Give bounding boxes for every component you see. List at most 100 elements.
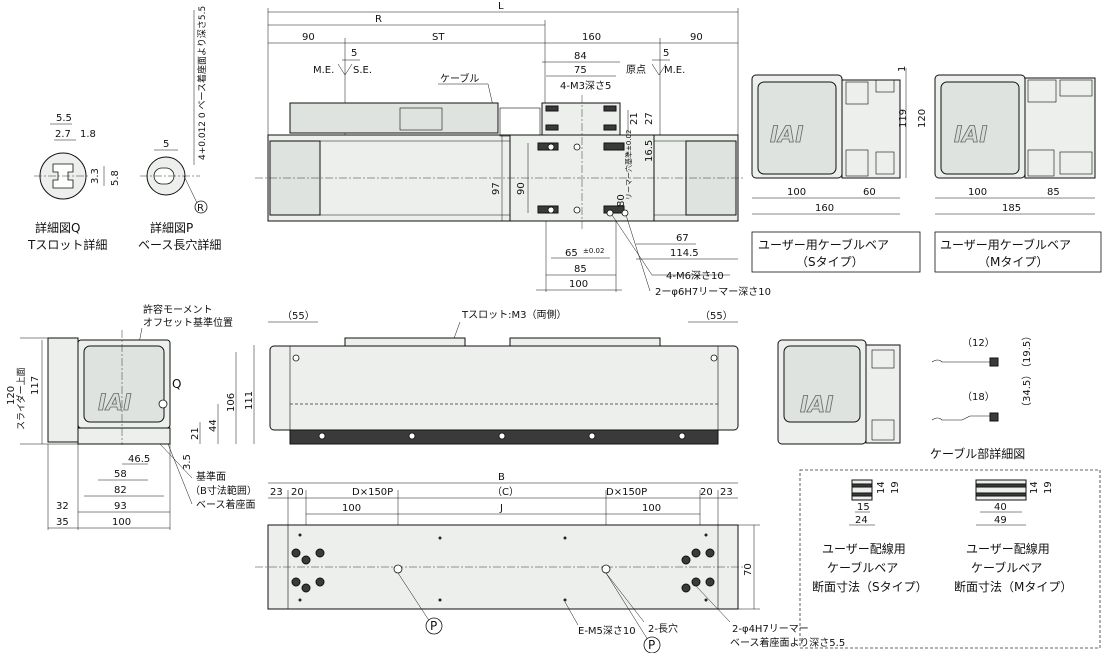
ev-35: 35	[56, 517, 69, 528]
ev-106: 106	[226, 393, 237, 412]
dim-st: ST	[432, 32, 445, 43]
moment-label: 許容モーメント	[143, 303, 213, 316]
fv-55-right: （55）	[700, 310, 733, 322]
dim-65-tol: ±0.02	[583, 247, 604, 255]
ev-46-5: 46.5	[128, 454, 150, 465]
bv-p-left: P	[430, 619, 437, 633]
cable-s-label-box	[751, 231, 921, 273]
dim-r: R	[375, 14, 382, 25]
dim-21: 21	[629, 112, 640, 125]
dim-16-5: 16.5	[644, 140, 655, 162]
dim-80: 80	[616, 194, 627, 207]
ev-21: 21	[190, 427, 201, 440]
cable-m-view: IAI 100 85 185 ユーザー用ケーブルベア （Mタイプ）	[934, 74, 1102, 273]
dim-5-left: 5	[351, 48, 357, 59]
dim-27: 27	[644, 112, 655, 125]
detail-p: 5 R 4+0.012 0 ベース着座面より深さ5.5 詳細図P ベース長穴詳細	[138, 6, 221, 252]
detail-q-title: 詳細図Q	[35, 220, 80, 235]
cable-d18: （18）	[962, 391, 995, 403]
dim-90-right: 90	[690, 32, 703, 43]
sec-s-19: 19	[890, 481, 901, 494]
cable-s-logo: IAI	[770, 123, 803, 148]
bv-20-right: 20	[700, 487, 713, 498]
end-base	[77, 427, 171, 445]
cable-m-title: ユーザー用ケーブルベア	[940, 237, 1071, 252]
cm-185: 185	[1002, 203, 1021, 214]
dq-2-7: 2.7	[55, 129, 71, 140]
dq-5-5: 5.5	[56, 113, 72, 124]
tslot-note: Tスロット:M3（両側）	[461, 308, 566, 321]
bottom-view: B 23 20 D×150P （C） D×150P 20 23 100 J 10…	[255, 472, 845, 653]
h7-note: 2ーφ6H7リーマー深さ10	[655, 286, 771, 298]
side-small-view: IAI ケーブル部詳細図 （12） （19.5） （18） （34.5）	[777, 331, 1033, 461]
origin-label: 原点	[626, 64, 646, 76]
cable-m-type: （Mタイプ）	[978, 255, 1048, 269]
ev-32: 32	[56, 501, 69, 512]
ev-ref: 基準面	[196, 470, 226, 483]
actuator-body-front	[269, 345, 739, 431]
bv-p-right: P	[648, 638, 655, 652]
ev-93: 93	[114, 501, 127, 512]
side-logo: IAI	[800, 393, 833, 418]
ev-slider-top: スライダー上面	[15, 367, 27, 430]
ev-117: 117	[30, 376, 41, 395]
dq-3-3: 3.3	[90, 168, 101, 184]
dim-67: 67	[676, 233, 689, 244]
bv-20-left: 20	[291, 487, 304, 498]
bv-23-right: 23	[720, 487, 733, 498]
cm-100: 100	[968, 187, 987, 198]
top-view: L R 90 ST 160 90 5 5 M.E. S.E. 原点 M.E. ケ…	[255, 1, 771, 298]
dp-r: R	[197, 203, 204, 214]
sec-s-24: 24	[855, 515, 868, 526]
bv-reamer-depth: ベース着座面より深さ5.5	[730, 636, 845, 649]
end-cable-track	[47, 337, 79, 443]
ev-44: 44	[208, 419, 219, 432]
dim-85: 85	[574, 264, 587, 275]
side-track	[865, 344, 901, 444]
cable-d34-5: （34.5）	[1021, 370, 1033, 412]
cable-m-label-box	[934, 231, 1102, 273]
cs-120: 120	[917, 109, 928, 128]
cable-m-logo: IAI	[954, 123, 987, 148]
detail-q-subtitle: Tスロット詳細	[27, 237, 107, 252]
cs-119: 119	[898, 109, 909, 128]
sec-m-title1: ユーザー配線用	[966, 541, 1050, 556]
section-box: 14 19 15 24 14 19 40 49 ユーザー配線用 ケーブルベア 断…	[799, 469, 1101, 649]
cm-85: 85	[1047, 187, 1060, 198]
sec-s-14: 14	[876, 481, 887, 494]
dim-97: 97	[491, 182, 502, 195]
section-m-shape	[975, 479, 1027, 501]
detail-p-subtitle: ベース長穴詳細	[138, 237, 221, 252]
me-left: M.E.	[313, 65, 334, 76]
bv-reamer: 2-φ4H7リーマー	[732, 624, 809, 635]
dim-114-5: 114.5	[670, 248, 699, 259]
cable-s-type: （Sタイプ）	[796, 255, 864, 269]
cable-label: ケーブル	[440, 72, 479, 85]
dim-75: 75	[574, 65, 587, 76]
m6-note: 4-M6深さ10	[666, 270, 724, 282]
cable-s-track	[841, 79, 901, 179]
bv-70: 70	[743, 563, 754, 576]
section-s-shape	[851, 479, 873, 501]
cs-1: 1	[897, 66, 908, 72]
dim-overall-l: L	[498, 1, 504, 12]
bv-j: J	[499, 503, 503, 514]
cs-160: 160	[815, 203, 834, 214]
fv-55-left: （55）	[282, 310, 315, 322]
bv-b: B	[498, 472, 505, 483]
bv-c: （C）	[492, 486, 519, 498]
bv-23-left: 23	[270, 487, 283, 498]
bv-long-hole: 2-長穴	[648, 622, 678, 635]
bv-e-m5: E-M5深さ10	[578, 625, 636, 637]
sec-m-49: 49	[994, 515, 1007, 526]
sec-s-title3: 断面寸法（Sタイプ）	[812, 579, 928, 594]
bv-dx150-left: D×150P	[352, 487, 393, 498]
dim-5-right: 5	[663, 48, 669, 59]
ev-82: 82	[114, 485, 127, 496]
sec-s-15: 15	[857, 502, 870, 513]
offset-label: オフセット基準位置	[143, 316, 233, 329]
se-label: S.E.	[353, 65, 372, 76]
cable-track-top	[289, 102, 499, 134]
sec-m-40: 40	[994, 502, 1007, 513]
detail-p-title: 詳細図P	[150, 220, 193, 235]
